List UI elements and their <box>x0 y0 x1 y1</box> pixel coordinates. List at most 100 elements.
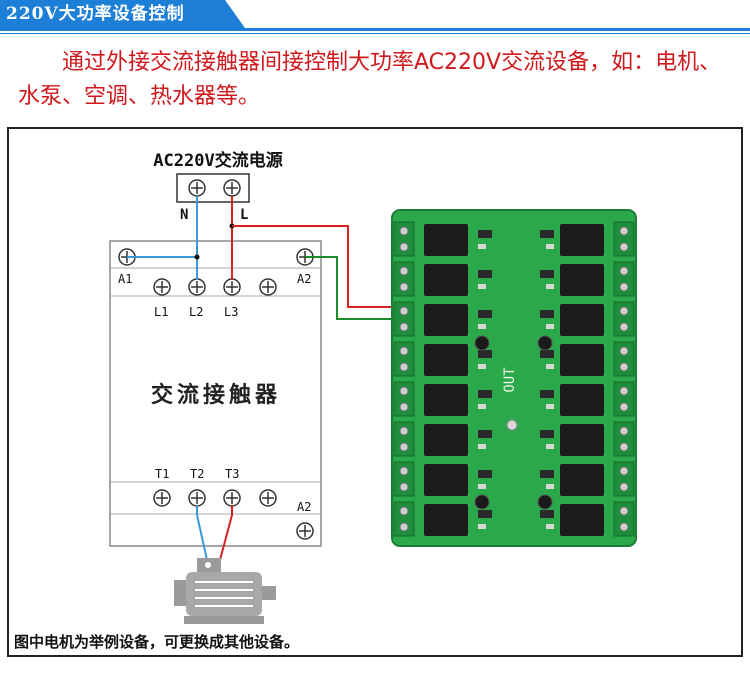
component <box>478 284 486 289</box>
terminal-screw <box>399 522 409 532</box>
terminal-screw <box>619 362 629 372</box>
component <box>478 324 486 329</box>
relay-left <box>424 504 468 536</box>
wire-red-to-board <box>232 225 400 308</box>
power-terminal-l <box>223 179 241 197</box>
capacitor <box>537 494 553 510</box>
terminal-block-right <box>613 501 635 537</box>
label-a2-bottom: A2 <box>297 500 311 514</box>
contactor-terminal-a2-bottom <box>296 522 314 540</box>
component <box>478 524 486 529</box>
component <box>546 404 554 409</box>
label-l2: L2 <box>189 305 203 319</box>
terminal-block-right <box>613 301 635 337</box>
title-underline <box>0 28 750 31</box>
component <box>478 470 492 478</box>
terminal-block-right <box>613 421 635 457</box>
relay-board: OUT <box>391 209 637 547</box>
board-out-label: OUT <box>502 367 518 393</box>
wire-green-a2 <box>305 256 400 320</box>
capacitor <box>537 335 553 351</box>
terminal-screw <box>399 466 409 476</box>
terminal-block-left <box>393 341 415 377</box>
terminal-block-left <box>393 301 415 337</box>
component <box>540 430 554 438</box>
terminal-block-right <box>613 341 635 377</box>
terminal-screw <box>399 402 409 412</box>
relay-right <box>560 384 604 416</box>
terminal-block-left <box>393 461 415 497</box>
terminal-screw <box>399 322 409 332</box>
terminal-screw <box>399 306 409 316</box>
component <box>478 244 486 249</box>
component <box>478 350 492 358</box>
terminal-block-right <box>613 221 635 257</box>
relay-right <box>560 224 604 256</box>
component <box>540 510 554 518</box>
component <box>546 284 554 289</box>
terminal-screw <box>399 426 409 436</box>
terminal-screw <box>619 386 629 396</box>
terminal-block-right <box>613 261 635 297</box>
component <box>478 484 486 489</box>
contactor-terminal-t3 <box>223 489 241 507</box>
component <box>546 324 554 329</box>
component <box>546 524 554 529</box>
terminal-screw <box>399 266 409 276</box>
relay-right <box>560 304 604 336</box>
relay-right <box>560 264 604 296</box>
terminal-screw <box>619 346 629 356</box>
terminal-block-left <box>393 381 415 417</box>
terminal-screw <box>619 306 629 316</box>
terminal-screw <box>399 506 409 516</box>
terminal-block-left <box>393 501 415 537</box>
relay-left <box>424 464 468 496</box>
component <box>540 310 554 318</box>
component <box>540 350 554 358</box>
terminal-block-right <box>613 461 635 497</box>
component <box>546 244 554 249</box>
terminal-screw <box>619 522 629 532</box>
diagram-caption: 图中电机为举例设备，可更换成其他设备。 <box>14 633 300 651</box>
label-l1: L1 <box>154 305 168 319</box>
terminal-screw <box>399 226 409 236</box>
component <box>540 390 554 398</box>
terminal-block-left <box>393 261 415 297</box>
power-terminal-n <box>188 179 206 197</box>
terminal-screw <box>619 466 629 476</box>
component <box>478 364 486 369</box>
contactor-label: 交流接触器 <box>151 382 281 408</box>
label-a2-top: A2 <box>297 272 311 286</box>
contactor-terminal-spare-top <box>259 278 277 296</box>
relay-right <box>560 464 604 496</box>
component <box>478 230 492 238</box>
component <box>478 390 492 398</box>
terminal-screw <box>619 266 629 276</box>
terminal-screw <box>619 242 629 252</box>
component <box>478 310 492 318</box>
capacitor <box>474 335 490 351</box>
component <box>540 470 554 478</box>
board-mount-hole <box>506 419 518 431</box>
junction-neutral <box>194 254 200 260</box>
relay-right <box>560 504 604 536</box>
component <box>540 230 554 238</box>
terminal-screw <box>399 282 409 292</box>
terminal-l-label: L <box>240 207 248 223</box>
terminal-screw <box>399 482 409 492</box>
component <box>478 510 492 518</box>
contactor-terminal-l1 <box>153 278 171 296</box>
component <box>478 270 492 278</box>
terminal-screw <box>619 442 629 452</box>
relay-left <box>424 264 468 296</box>
component <box>540 270 554 278</box>
relay-left <box>424 424 468 456</box>
terminal-n-label: N <box>180 207 188 223</box>
contactor-terminal-spare-bottom <box>259 489 277 507</box>
relay-right <box>560 344 604 376</box>
component <box>546 444 554 449</box>
terminal-screw <box>619 426 629 436</box>
contactor-terminal-t2 <box>188 489 206 507</box>
terminal-screw <box>399 362 409 372</box>
